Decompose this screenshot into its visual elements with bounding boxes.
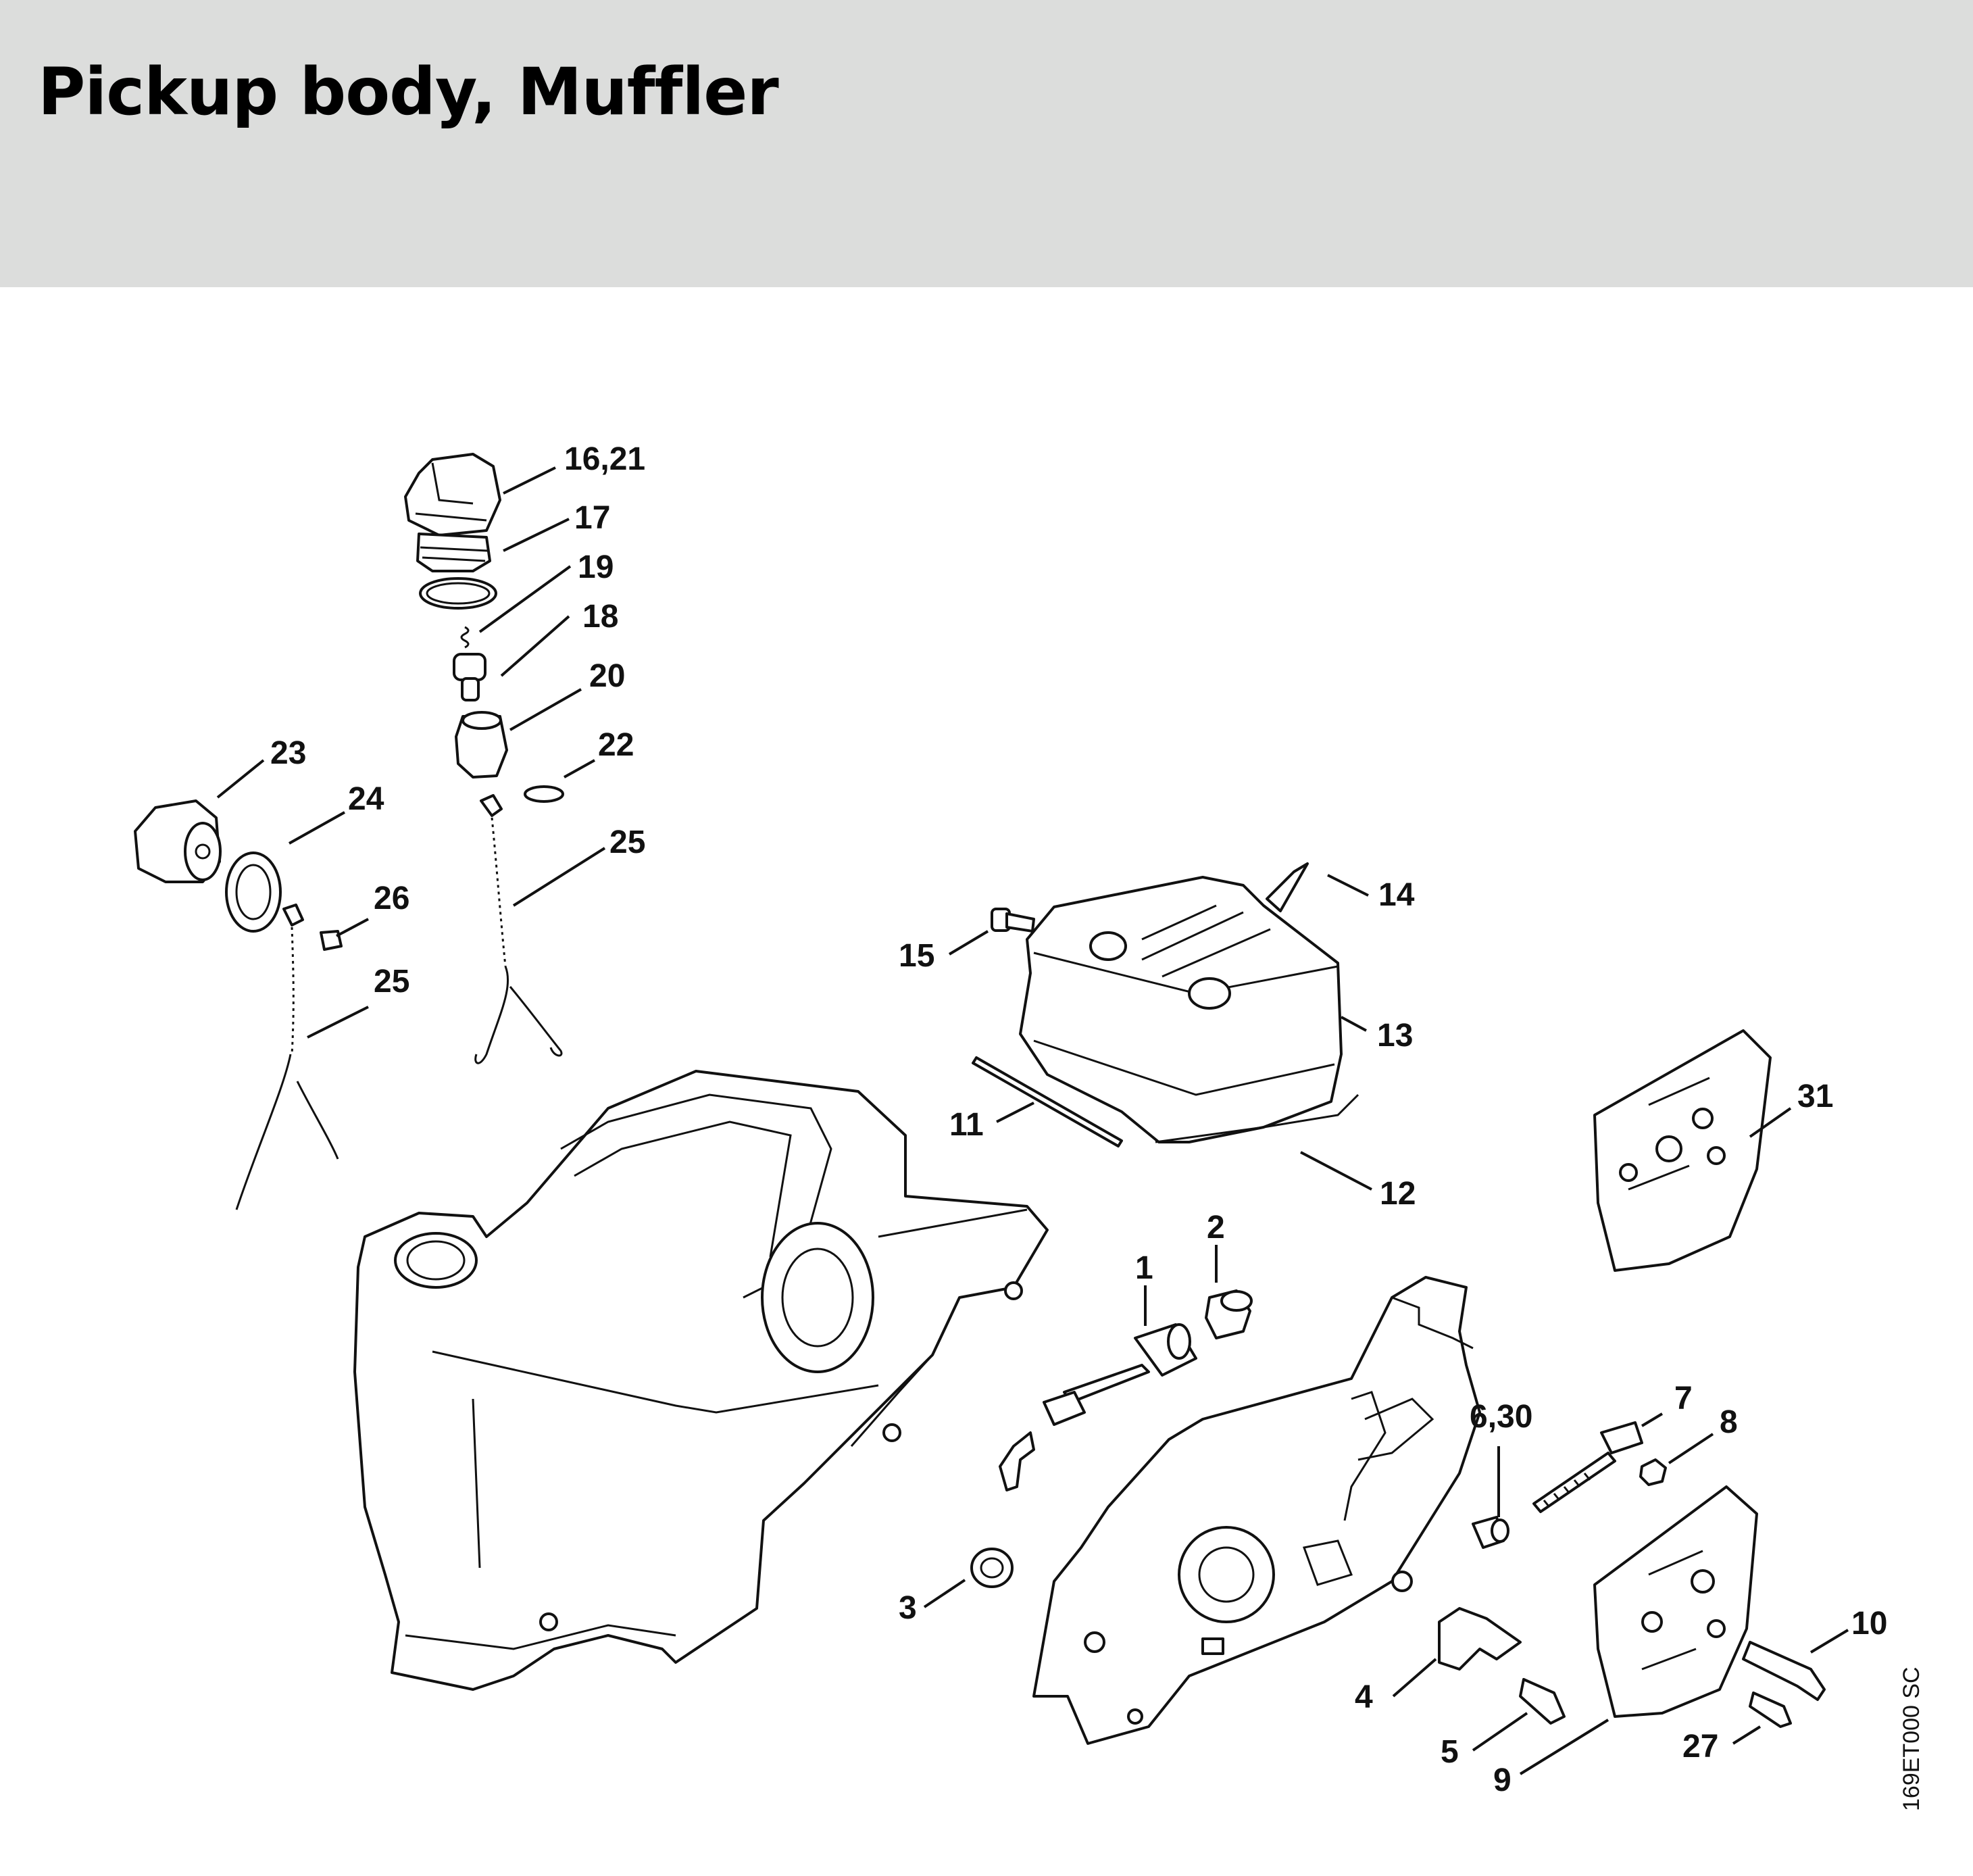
- header-bar: Pickup body, Muffler: [0, 0, 1973, 287]
- callout-8: 8: [1720, 1404, 1738, 1440]
- callout-7: 7: [1674, 1381, 1693, 1416]
- part-washer-22: [524, 785, 564, 803]
- part-rod-11: [972, 1056, 1123, 1147]
- reference-code: 169ET000 SC: [1899, 1667, 1924, 1811]
- part-tensioner-7: [1532, 1421, 1643, 1513]
- callout-4: 4: [1355, 1679, 1373, 1715]
- callout-22: 22: [598, 727, 634, 763]
- callout-6-30: 6,30: [1470, 1399, 1532, 1435]
- callout-27: 27: [1682, 1729, 1718, 1764]
- callout-15: 15: [899, 938, 934, 974]
- callout-5: 5: [1441, 1734, 1459, 1770]
- callout-25-upper: 25: [609, 824, 645, 860]
- callout-10: 10: [1851, 1606, 1887, 1642]
- callout-18: 18: [582, 599, 618, 635]
- callout-20: 20: [589, 658, 625, 694]
- callout-2: 2: [1207, 1210, 1225, 1245]
- part-ring-24: [225, 851, 282, 933]
- callout-19: 19: [578, 549, 614, 585]
- part-plug-3: [970, 1548, 1014, 1588]
- part-screw-14: [1266, 862, 1309, 912]
- callout-12: 12: [1380, 1176, 1416, 1212]
- callout-24: 24: [348, 781, 384, 817]
- callout-11: 11: [949, 1107, 984, 1143]
- callout-16-21: 16,21: [564, 441, 645, 477]
- part-crankcase: [353, 1070, 1049, 1691]
- part-valve-6-30: [1472, 1516, 1509, 1549]
- part-muffler-13: [1019, 876, 1343, 1143]
- callout-25-lower: 25: [374, 964, 409, 999]
- callout-9: 9: [1493, 1762, 1512, 1798]
- part-plate-31: [1593, 1029, 1772, 1272]
- part-nut-8: [1639, 1458, 1667, 1486]
- part-spring-19: [460, 626, 470, 649]
- part-screw-5: [1519, 1678, 1566, 1725]
- part-cover-plate: [1032, 1276, 1481, 1745]
- callout-31: 31: [1797, 1079, 1833, 1114]
- exploded-parts-diagram: 16,21 17 19 18 20 22 23 24 25 26 25 14 1…: [134, 441, 1924, 1811]
- part-screw-27: [1749, 1692, 1792, 1728]
- part-screw-15: [991, 908, 1035, 933]
- callout-14: 14: [1378, 877, 1415, 913]
- part-cap-23: [134, 799, 222, 883]
- leader-lines: [216, 466, 1849, 1775]
- part-housing-20: [455, 711, 508, 779]
- part-plug-2: [1205, 1289, 1253, 1339]
- callout-labels: 16,21 17 19 18 20 22 23 24 25 26 25 14 1…: [270, 441, 1887, 1798]
- page-title: Pickup body, Muffler: [38, 54, 779, 130]
- part-stud-10: [1742, 1641, 1826, 1701]
- callout-1: 1: [1135, 1250, 1153, 1286]
- callout-26: 26: [374, 881, 409, 916]
- callout-3: 3: [899, 1590, 917, 1626]
- part-valve-18: [453, 653, 486, 701]
- callout-13: 13: [1377, 1018, 1413, 1054]
- part-chain-25-lower: [235, 904, 339, 1210]
- part-sleeve-1: [1043, 1323, 1197, 1426]
- part-elbow-hose: [999, 1431, 1035, 1491]
- part-clip-4: [1438, 1607, 1522, 1671]
- part-chain-25-upper: [474, 794, 563, 1064]
- part-oil-cap: [404, 453, 501, 572]
- part-screw-26: [320, 930, 343, 951]
- callout-23: 23: [270, 735, 306, 771]
- callout-17: 17: [574, 500, 610, 536]
- part-shield-12: [1155, 1093, 1359, 1143]
- part-plate-9: [1593, 1485, 1758, 1718]
